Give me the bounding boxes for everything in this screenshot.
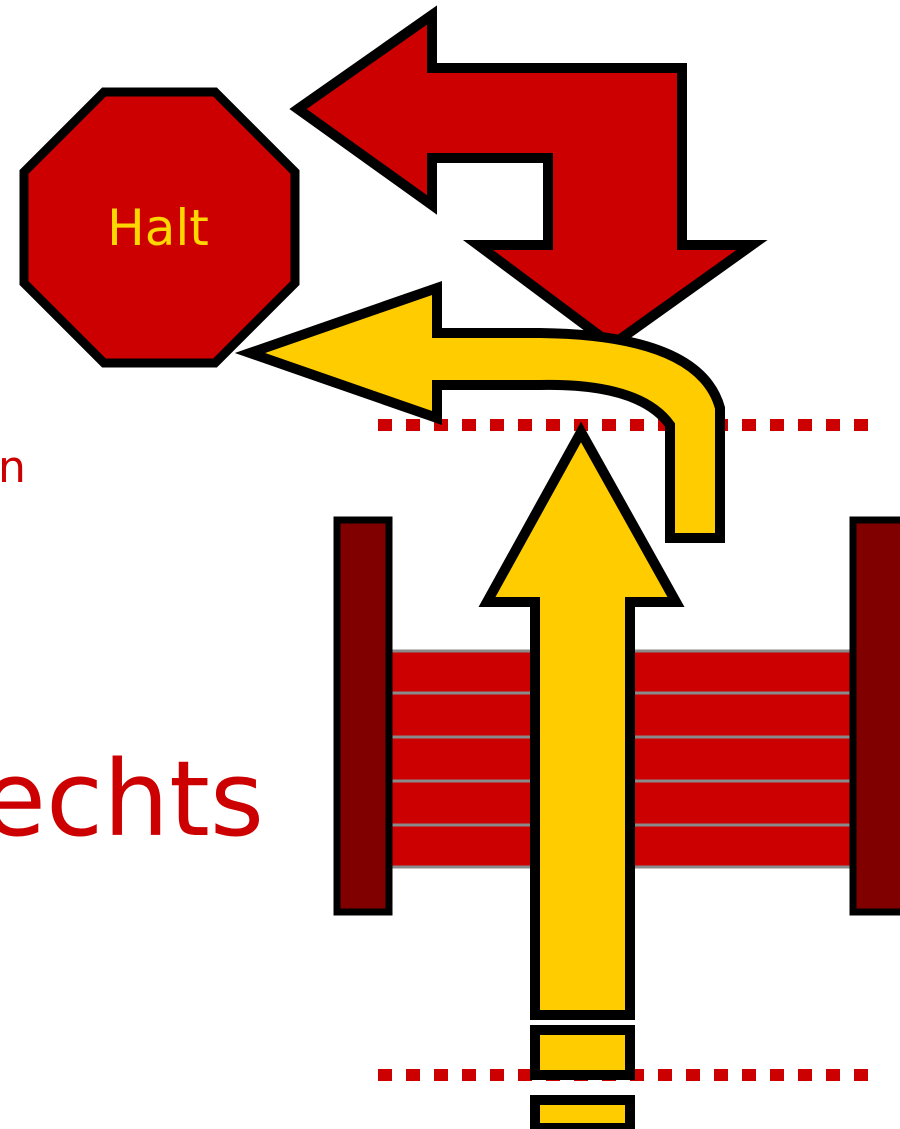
stop-sign-label: Halt [107,199,209,257]
stop-sign-icon: Halt [24,92,295,363]
side-text-main-fragment: echts [0,738,264,860]
u-turn-arrow-icon [298,15,752,345]
left-post [337,520,389,912]
turn-left-arrow-icon [250,288,720,538]
right-post [853,520,900,912]
arrow-tail-segment-1 [535,1030,630,1075]
side-text-top-fragment: n [0,442,26,493]
arrow-tail-segment-2 [535,1100,630,1128]
